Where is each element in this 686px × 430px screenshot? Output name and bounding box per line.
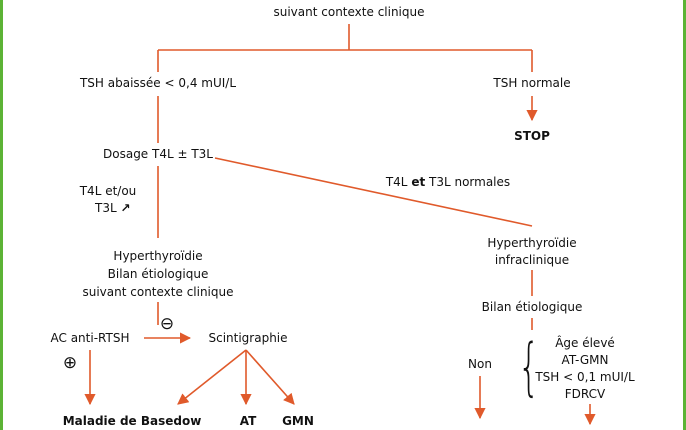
node-hyper-line3: suivant contexte clinique: [82, 285, 234, 299]
brace-icon: {: [518, 330, 540, 403]
node-stop: STOP: [514, 129, 550, 143]
node-gmn: GMN: [282, 414, 314, 428]
node-ac-anti-rtsh: AC anti-RTSH: [50, 331, 130, 345]
top-line-text: suivant contexte clinique: [273, 5, 425, 19]
label-t4l-up-text: T3L: [95, 201, 117, 215]
node-at: AT: [239, 414, 257, 428]
node-dosage: Dosage T4L ± T3L: [103, 147, 213, 161]
edge-dosage-to-infra: [214, 157, 533, 227]
node-tsh-normal: TSH normale: [493, 76, 571, 90]
edge-scinti-to-gmn: [245, 349, 295, 405]
criteria-2: AT-GMN: [561, 353, 609, 367]
criteria-1: Âge élevé: [555, 336, 615, 350]
node-hyper-line1: Hyperthyroïdie: [113, 249, 203, 263]
node-tsh-low: TSH abaissée < 0,4 mUI/L: [79, 76, 237, 90]
label-t4l-up-line1: T4L et/ou: [79, 184, 137, 198]
node-infra-line2: infraclinique: [494, 253, 570, 267]
node-basedow: Maladie de Basedow: [62, 414, 202, 428]
node-hyper-line2: Bilan étiologique: [107, 267, 209, 281]
node-scintigraphie: Scintigraphie: [208, 331, 288, 345]
label-non: Non: [468, 357, 492, 371]
node-bilan: Bilan étiologique: [481, 300, 583, 314]
label-t4l-up-line2: T3L ↗: [95, 200, 131, 216]
criteria-3: TSH < 0,1 mUI/L: [535, 370, 635, 384]
edge-scinti-to-basedow: [177, 349, 247, 405]
criteria-4: FDRCV: [564, 387, 606, 401]
node-infra-line1: Hyperthyroïdie: [487, 236, 577, 250]
arrow-up-right-icon: ↗: [120, 201, 131, 215]
plus-circle-icon: ⊕: [62, 353, 78, 373]
minus-circle-icon: ⊖: [159, 314, 175, 334]
label-normales: T4L et T3L normales: [385, 175, 511, 189]
